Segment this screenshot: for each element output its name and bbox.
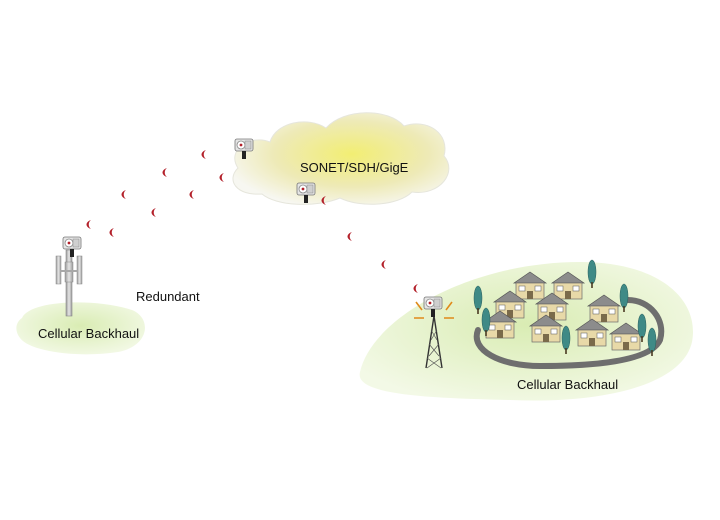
beam-chevron <box>381 260 386 269</box>
beam-chevron <box>162 168 167 177</box>
beam-chevron <box>151 208 156 217</box>
lattice-tower-icon <box>414 296 454 369</box>
right-site-label: Cellular Backhaul <box>517 377 619 392</box>
beam-chevron <box>109 228 114 237</box>
network-label: SONET/SDH/GigE <box>300 160 409 175</box>
redundant-link <box>86 150 206 229</box>
primary-link-left <box>109 173 224 237</box>
antenna-mast-icon <box>55 236 83 317</box>
primary-link-right <box>321 196 418 293</box>
left-site-label: Cellular Backhaul <box>38 326 140 341</box>
redundant-label: Redundant <box>136 289 200 304</box>
beam-chevron <box>219 173 224 182</box>
beam-chevron <box>86 220 91 229</box>
beam-chevron <box>189 190 194 199</box>
radio-unit-icon <box>62 236 82 258</box>
left-site-ground <box>16 302 145 355</box>
neighbourhood-road <box>473 297 665 370</box>
right-site-ground <box>359 262 694 401</box>
beam-chevron <box>413 284 418 293</box>
cloud-icon <box>232 112 450 205</box>
beam-chevron <box>121 190 126 199</box>
beam-chevron <box>347 232 352 241</box>
beam-chevron <box>201 150 206 159</box>
